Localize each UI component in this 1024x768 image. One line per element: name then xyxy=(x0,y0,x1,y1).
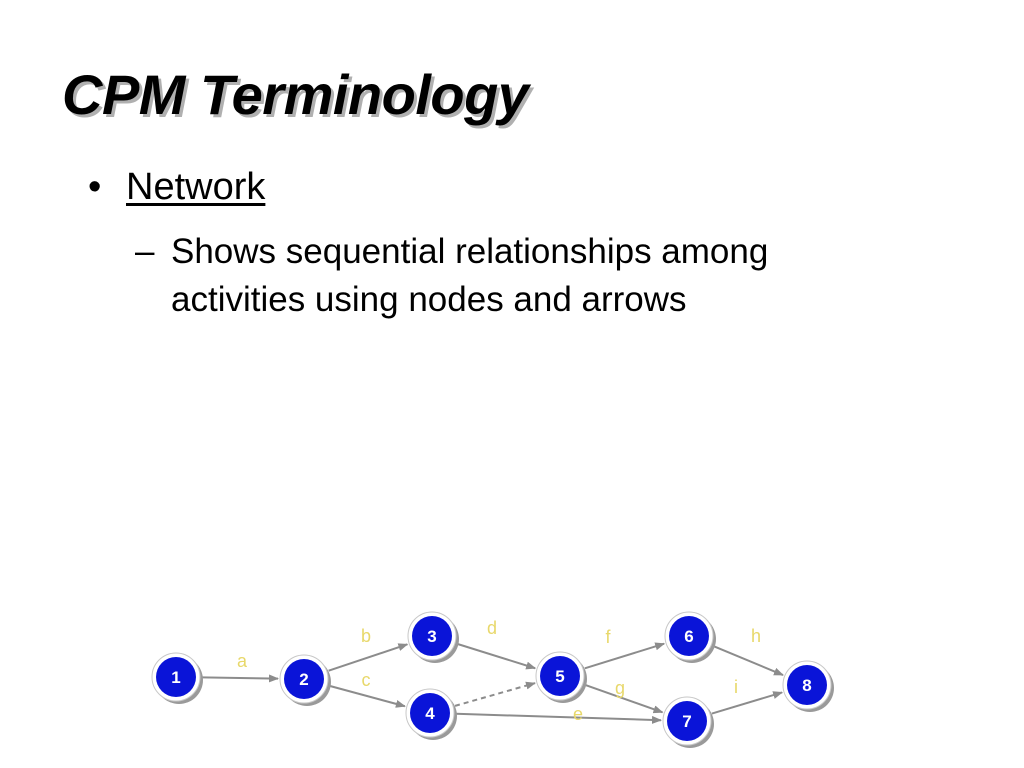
node-6: 6 xyxy=(664,611,716,663)
node-label: 3 xyxy=(427,627,436,646)
edge-label-h: h xyxy=(751,626,761,646)
node-label: 8 xyxy=(802,676,811,695)
node-circle xyxy=(540,656,580,696)
node-circle xyxy=(410,693,450,733)
edge-label-f: f xyxy=(605,627,611,647)
edge-6-8 xyxy=(712,645,784,676)
edge-3-5 xyxy=(456,642,537,670)
node-circle xyxy=(787,665,827,705)
node-2: 2 xyxy=(279,654,331,706)
node-circle xyxy=(667,701,707,741)
node-circle xyxy=(412,616,452,656)
node-label: 6 xyxy=(684,627,693,646)
edge-label-g: g xyxy=(615,678,625,698)
sub-bullet-text: Shows sequential relationships among act… xyxy=(171,232,769,319)
node-4: 4 xyxy=(405,688,457,740)
node-label: 5 xyxy=(555,667,564,686)
node-label: 2 xyxy=(299,670,308,689)
node-1: 1 xyxy=(151,652,203,704)
edge-4-5 xyxy=(454,681,536,707)
node-circle xyxy=(156,657,196,697)
bullet-term: Network xyxy=(126,166,266,208)
slide-title: CPM Terminology xyxy=(62,63,529,126)
node-circle xyxy=(669,616,709,656)
edge-label-b: b xyxy=(361,626,371,646)
edge-5-6 xyxy=(584,642,666,670)
edge-label-e: e xyxy=(573,704,583,724)
node-5: 5 xyxy=(535,651,587,703)
edge-4-7 xyxy=(455,712,663,724)
edge-label-i: i xyxy=(734,677,738,697)
edge-7-8 xyxy=(711,691,784,715)
edge-2-4 xyxy=(328,684,406,708)
node-8: 8 xyxy=(782,660,834,712)
edge-1-2 xyxy=(201,674,280,683)
edge-label-d: d xyxy=(487,618,497,638)
bullet-network: • Network xyxy=(88,165,265,209)
node-label: 4 xyxy=(425,704,435,723)
edge-5-7 xyxy=(584,683,664,714)
bullet-dot: • xyxy=(88,166,102,208)
node-circle xyxy=(284,659,324,699)
node-7: 7 xyxy=(662,696,714,748)
node-label: 1 xyxy=(171,668,180,687)
edge-2-3 xyxy=(328,643,409,672)
sub-bullet-dash: – xyxy=(135,232,155,271)
sub-bullet: – Shows sequential relationships among a… xyxy=(135,228,895,324)
node-3: 3 xyxy=(407,611,459,663)
node-label: 7 xyxy=(682,712,691,731)
edge-label-c: c xyxy=(362,670,371,690)
edge-label-a: a xyxy=(237,651,248,671)
